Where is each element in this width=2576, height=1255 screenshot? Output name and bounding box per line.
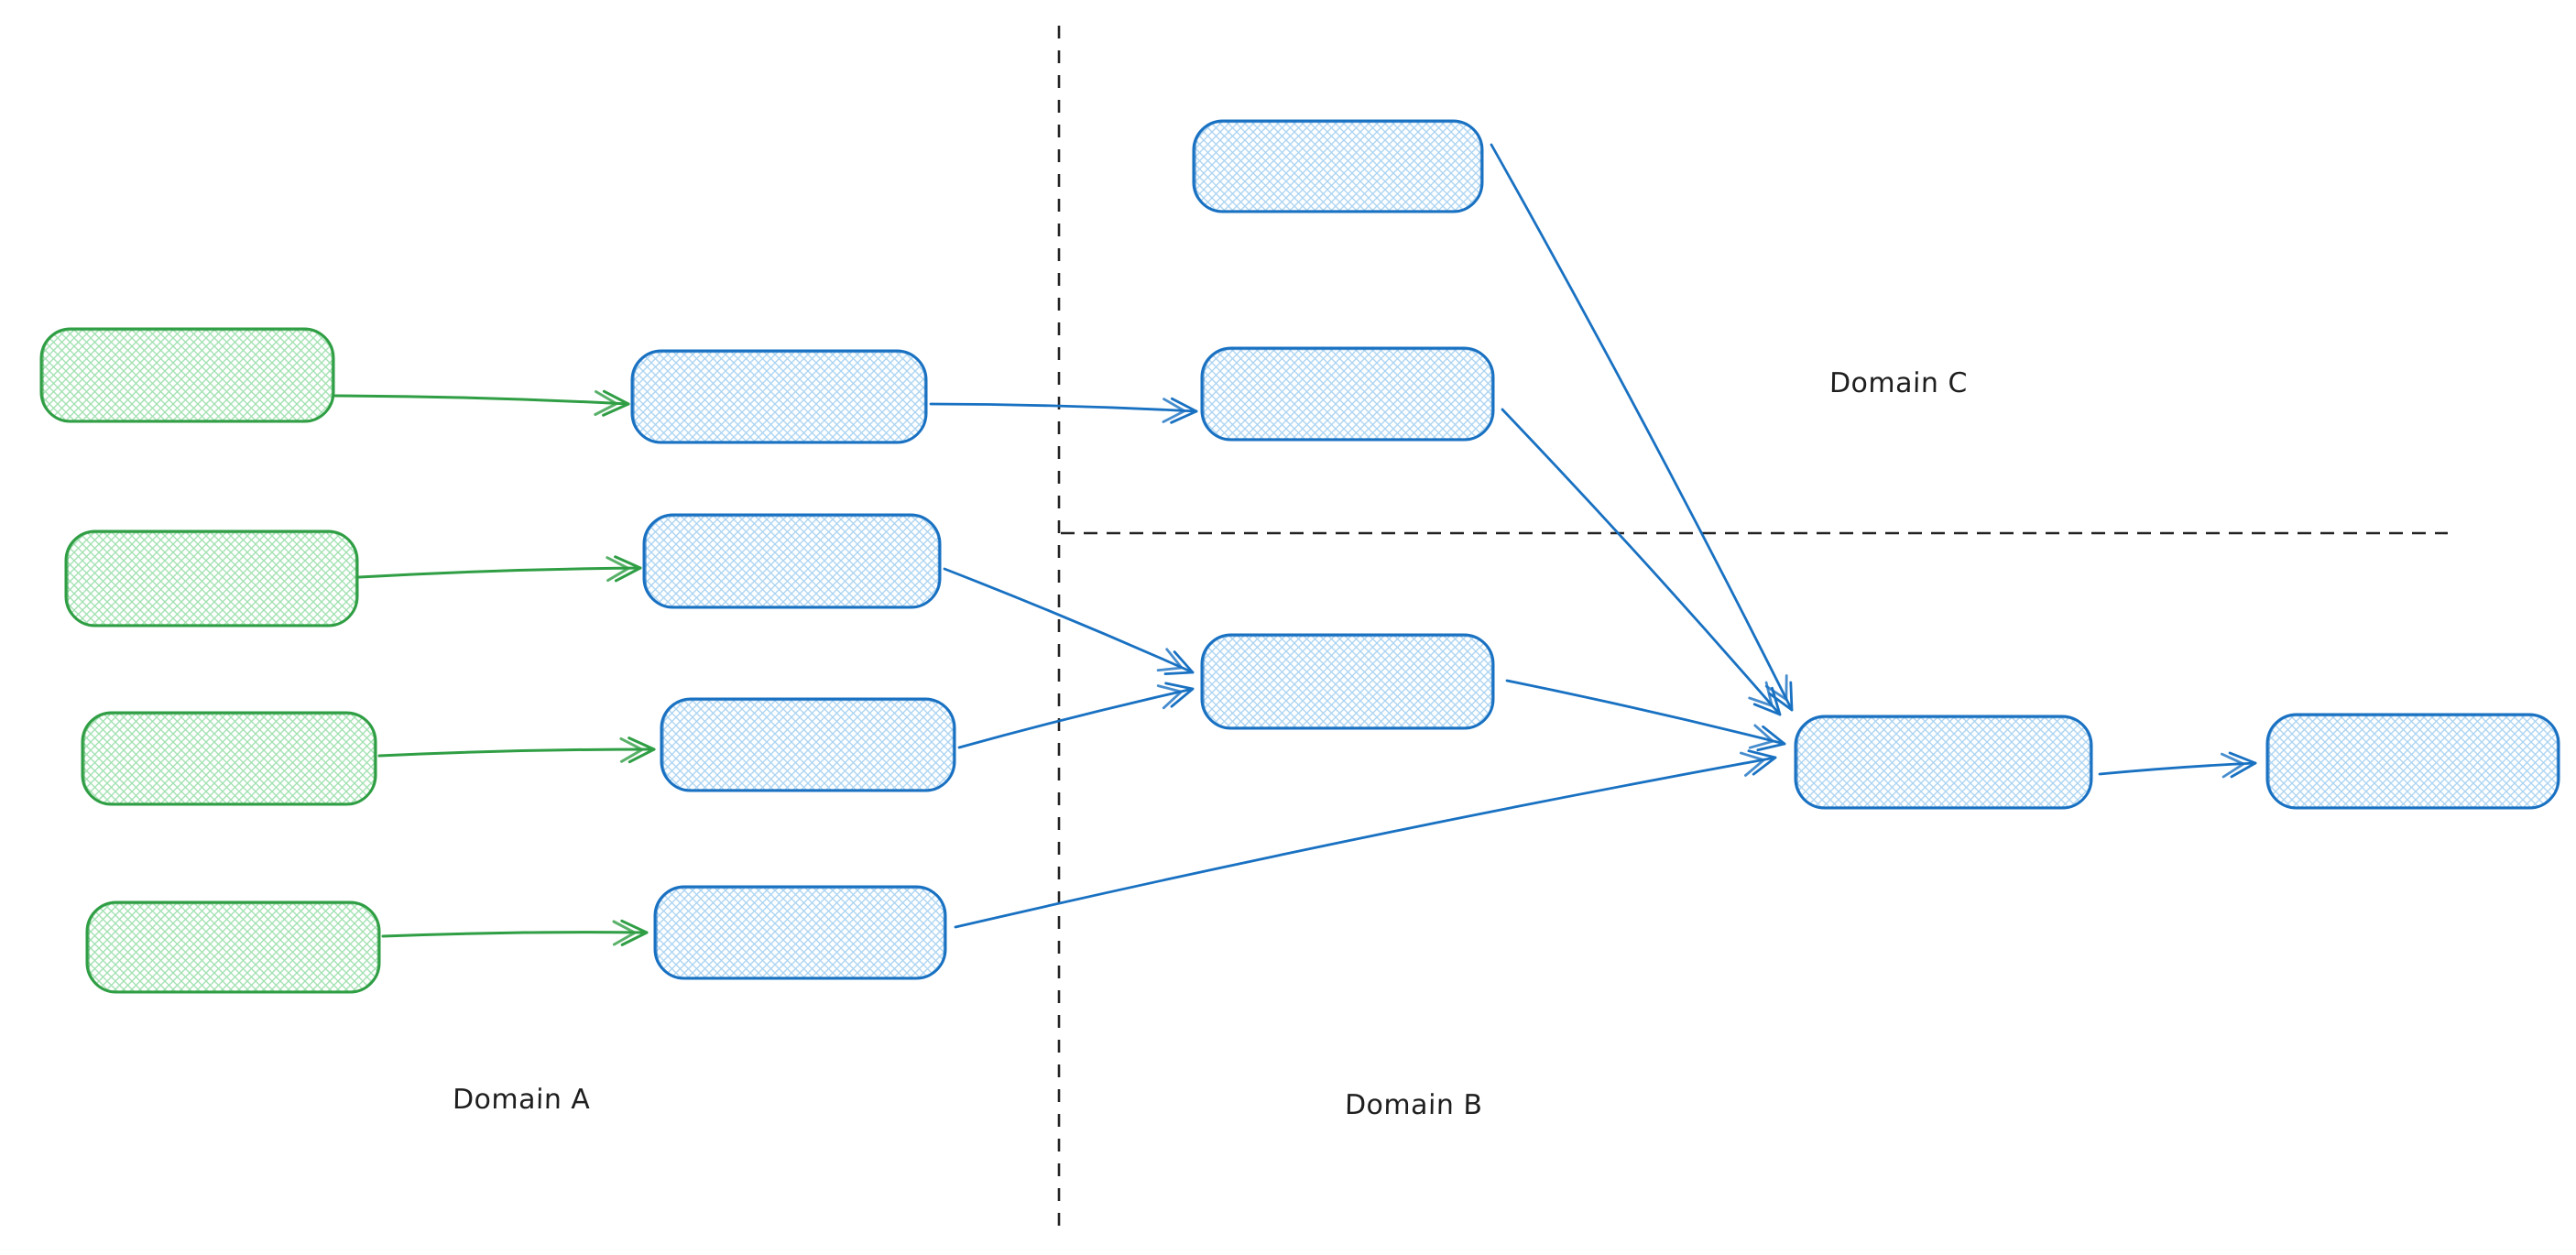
node-domain-b-node-mid [1200, 346, 1495, 442]
node-domain-c-merge [1794, 715, 2093, 810]
node-domain-a-source-1 [39, 327, 335, 423]
edge-b-low-to-merge [1505, 679, 1786, 752]
domain-c-output-box-sketch [2268, 715, 2559, 808]
domain-a-source-4-box [85, 900, 381, 994]
domain-b-node-low-box [1200, 633, 1495, 730]
edge-source4-to-process4 [381, 919, 649, 946]
domain-a-source-1-box [39, 327, 335, 423]
process2-to-b-low-arrowhead [1156, 648, 1184, 672]
process3-to-b-low-shaft [957, 687, 1195, 749]
domain-b-node-top-box-sketch [1195, 121, 1482, 212]
b-mid-to-merge-arrowhead [1752, 686, 1782, 716]
process1-to-b-mid-arrowhead [1170, 397, 1198, 424]
process1-to-b-mid-shaft [929, 402, 1198, 413]
node-domain-a-source-3 [81, 711, 377, 806]
node-domain-a-process-2 [642, 513, 942, 609]
domain-a-process-1-box-sketch [633, 351, 926, 442]
domain-a-source-2-box [64, 529, 359, 628]
source3-to-process3-arrowhead [619, 737, 644, 763]
node-domain-a-process-1 [630, 349, 928, 444]
source2-to-process2-shaft [357, 566, 642, 579]
merge-to-output-arrowhead [2228, 751, 2257, 779]
source1-to-process1-shaft [333, 394, 630, 406]
domain-b-node-top-box [1192, 119, 1484, 213]
domain-c-merge-box-sketch [1796, 716, 2091, 808]
domain-a-process-3-box [660, 697, 956, 792]
edge-b-mid-to-merge [1501, 408, 1782, 716]
source3-to-process3-arrowhead [628, 737, 656, 764]
source3-to-process3-shaft [377, 748, 656, 758]
domain-c-output-box [2265, 713, 2560, 810]
domain-a-process-2-box [642, 513, 942, 609]
edge-b-top-to-merge [1490, 143, 1794, 712]
domain-a-source-2-box-sketch [67, 531, 357, 626]
source2-to-process2-arrowhead [606, 556, 630, 583]
domain-a-source-3-box [81, 711, 377, 806]
source1-to-process1-arrowhead [602, 389, 630, 417]
edge-process3-to-b-low [957, 682, 1195, 749]
domain-a-source-4-box-sketch [88, 902, 379, 992]
process4-to-merge-shaft [954, 756, 1777, 929]
node-domain-c-output [2265, 713, 2560, 810]
node-domain-b-node-low [1200, 633, 1495, 730]
domain-c-merge-box [1794, 715, 2093, 810]
merge-to-output-arrowhead [2221, 752, 2245, 779]
b-top-to-merge-shaft [1490, 143, 1794, 712]
process1-to-b-mid-arrowhead [1162, 398, 1186, 423]
domain-b-node-mid-box-sketch [1203, 348, 1493, 440]
process2-to-b-low-shaft [943, 567, 1195, 674]
edge-source3-to-process3 [377, 737, 656, 764]
domain-a-source-1-box-sketch [42, 329, 333, 421]
edge-source2-to-process2 [357, 555, 642, 583]
domain-a-source-3-box-sketch [83, 713, 376, 804]
label-domain-c: Domain C [1828, 367, 1969, 399]
domain-a-process-2-box-sketch [645, 515, 940, 607]
node-domain-b-node-top [1192, 119, 1484, 213]
node-domain-a-process-3 [660, 697, 956, 792]
domain-b-node-mid-box [1200, 346, 1495, 442]
domain-b-node-low-box-sketch [1203, 635, 1493, 728]
node-domain-a-process-4 [653, 885, 947, 980]
node-domain-a-source-2 [64, 529, 359, 628]
edge-merge-to-output [2098, 751, 2257, 779]
process4-to-merge-arrowhead [1747, 749, 1777, 776]
edge-source1-to-process1 [333, 389, 630, 417]
process2-to-b-low-arrowhead [1163, 650, 1195, 675]
source2-to-process2-arrowhead [614, 555, 642, 583]
source4-to-process4-arrowhead [612, 920, 637, 946]
source1-to-process1-arrowhead [594, 390, 618, 416]
label-domain-b: Domain B [1344, 1089, 1483, 1121]
domain-a-process-4-box-sketch [656, 887, 945, 978]
b-low-to-merge-shaft [1505, 679, 1786, 746]
domain-a-process-3-box-sketch [662, 699, 955, 791]
edge-process4-to-merge [954, 749, 1777, 929]
source4-to-process4-arrowhead [620, 919, 649, 946]
b-low-to-merge-arrowhead [1756, 725, 1786, 752]
b-mid-to-merge-shaft [1501, 408, 1782, 716]
process4-to-merge-arrowhead [1740, 751, 1765, 777]
b-mid-to-merge-arrowhead [1748, 681, 1774, 707]
domain-a-process-4-box [653, 885, 947, 980]
edge-process1-to-b-mid [929, 397, 1198, 424]
b-top-to-merge-arrowhead [1768, 681, 1794, 712]
b-low-to-merge-arrowhead [1748, 724, 1774, 749]
node-domain-a-source-4 [85, 900, 381, 994]
process3-to-b-low-arrowhead [1164, 682, 1195, 708]
label-domain-a: Domain A [452, 1084, 591, 1116]
source4-to-process4-shaft [381, 931, 649, 938]
process3-to-b-low-arrowhead [1156, 684, 1183, 710]
domain-a-process-1-box [630, 349, 928, 444]
merge-to-output-shaft [2098, 761, 2257, 776]
edge-process2-to-b-low [943, 567, 1195, 675]
